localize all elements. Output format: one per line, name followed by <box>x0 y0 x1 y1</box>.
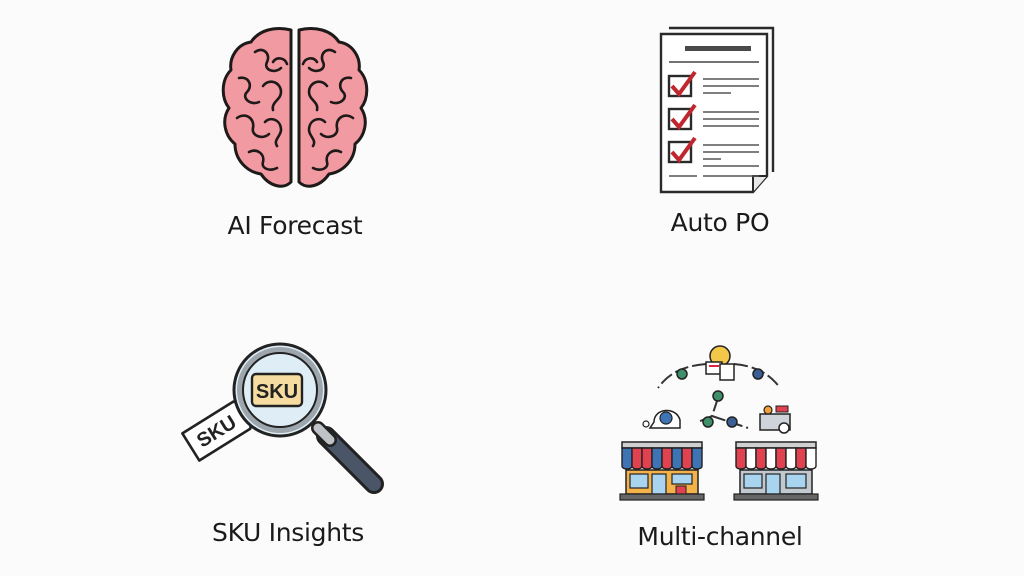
feature-sku-insights: SKU SKU SKU Insights <box>178 338 398 547</box>
connected-storefronts-icon <box>619 345 819 501</box>
checklist-document-icon <box>659 26 775 194</box>
feature-label: Multi-channel <box>637 522 803 551</box>
storefront-right <box>733 441 819 501</box>
feature-label: Auto PO <box>670 208 770 237</box>
magnifier-sku-tag-icon: SKU SKU <box>181 342 384 494</box>
feature-label: AI Forecast <box>227 211 363 240</box>
brain-icon <box>221 27 369 188</box>
feature-ai-forecast: AI Forecast <box>200 22 390 240</box>
magnifier-handle <box>311 421 384 494</box>
storefront-left <box>619 441 705 501</box>
lens-sku-text: SKU <box>256 381 298 403</box>
checkbox-group <box>667 70 697 164</box>
feature-auto-po: Auto PO <box>640 24 800 237</box>
feature-multi-channel: Multi-channel <box>610 342 830 551</box>
feature-label: SKU Insights <box>212 518 364 547</box>
